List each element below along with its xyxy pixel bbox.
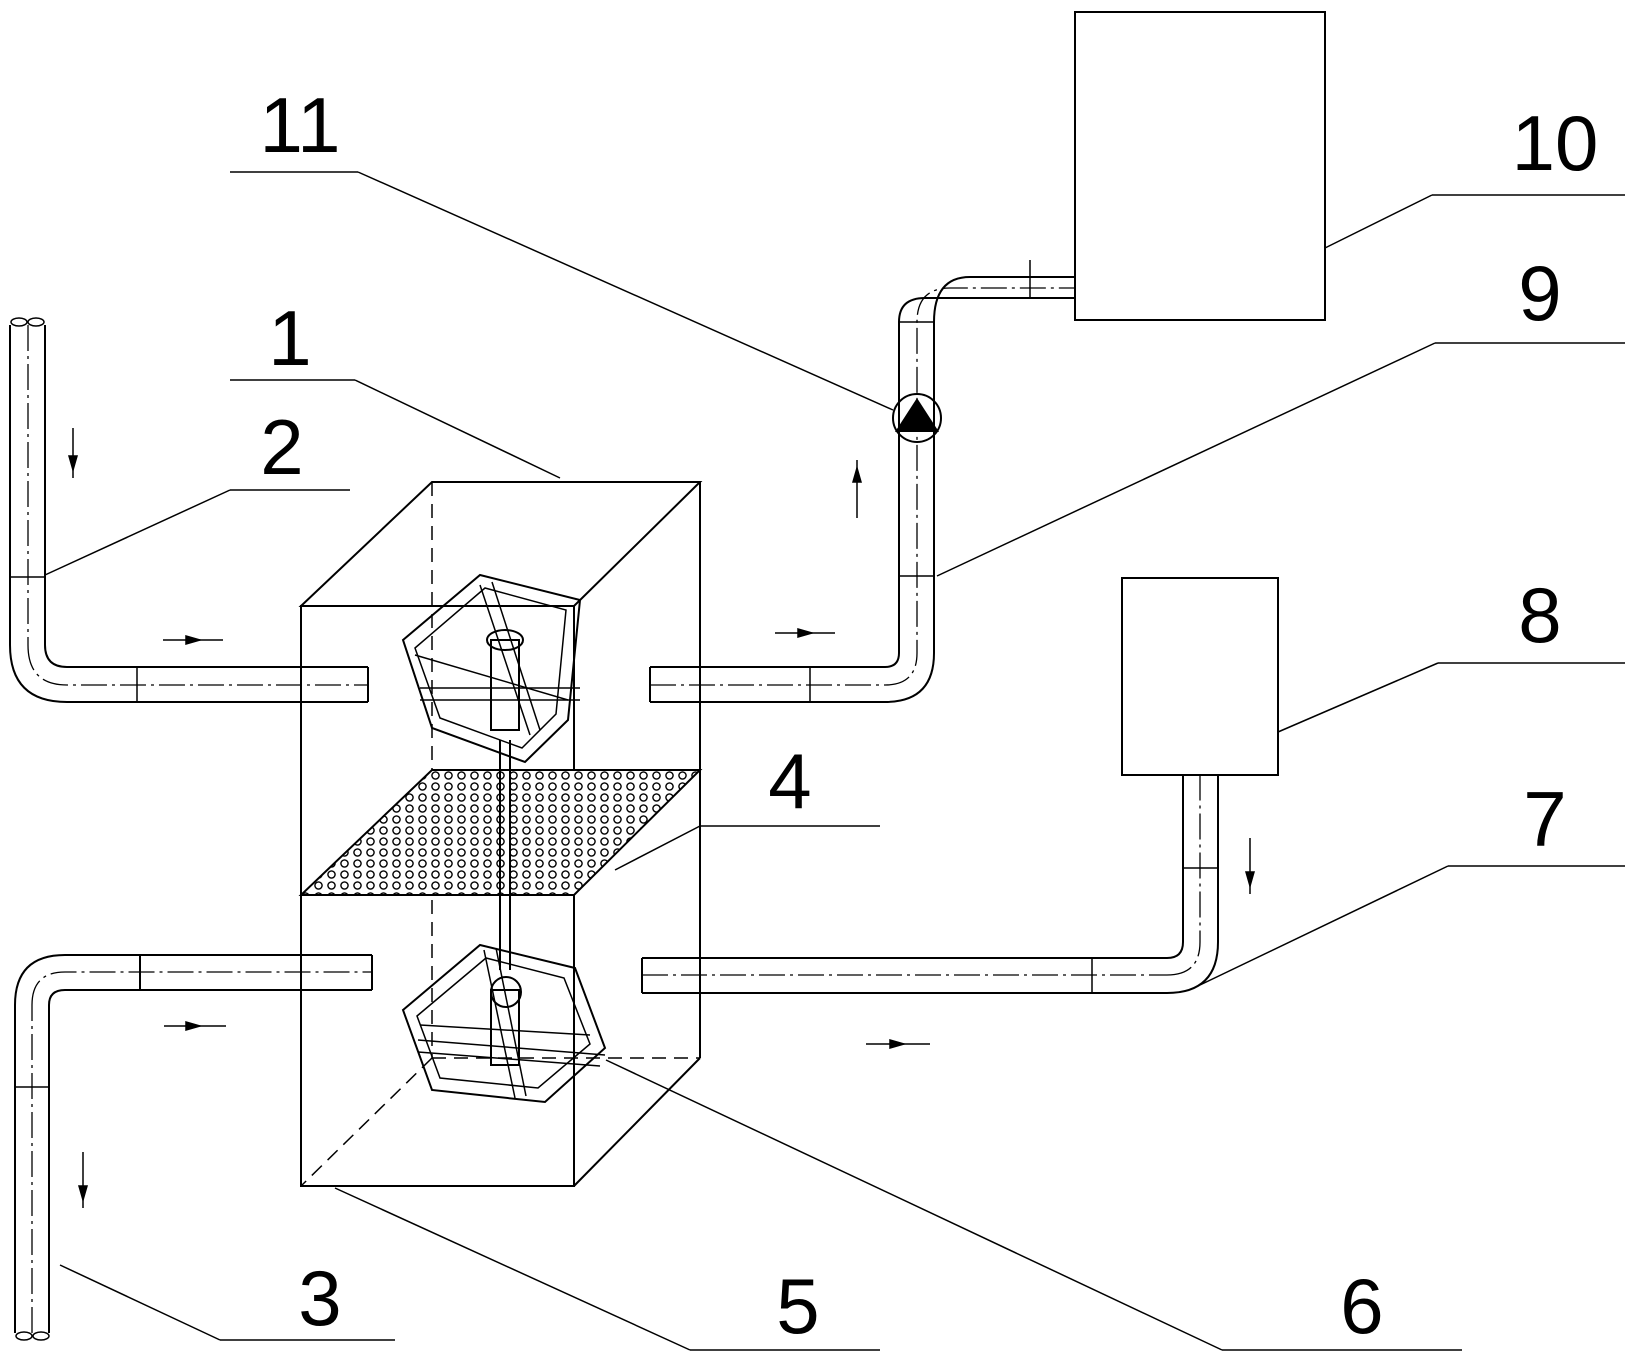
label-7: 7	[1523, 775, 1566, 863]
outlet-pipe	[14, 954, 373, 1341]
label-3: 3	[298, 1254, 341, 1342]
arrow-down-outlet	[78, 1152, 88, 1208]
label-6: 6	[1340, 1262, 1383, 1350]
label-5: 5	[776, 1262, 819, 1350]
label-9: 9	[1518, 249, 1561, 337]
lower-stirrer	[401, 943, 607, 1104]
arrow-left-outlet	[164, 1021, 226, 1031]
stirrer-shaft	[499, 740, 511, 970]
circulation-pipe	[649, 260, 1075, 703]
storage-tank	[1074, 11, 1326, 321]
leader-lines	[44, 171, 1625, 1351]
label-8: 8	[1518, 571, 1561, 659]
label-10: 10	[1512, 99, 1599, 187]
arrow-down-inlet	[68, 428, 78, 478]
part-labels: 11 10 9 1 2 8 4 7 3 5 6	[260, 81, 1599, 1350]
arrow-left-inlet	[163, 635, 223, 645]
label-4: 4	[768, 737, 811, 825]
tank	[298, 481, 703, 1187]
label-11: 11	[260, 81, 341, 169]
arrow-down-feed	[1245, 838, 1255, 894]
arrow-up-circulation	[852, 460, 862, 518]
label-2: 2	[260, 403, 303, 491]
dosing-box	[1121, 577, 1279, 776]
arrow-left-circulation	[775, 628, 835, 638]
inlet-pipe	[9, 317, 369, 703]
arrow-left-feed	[866, 1039, 930, 1049]
feed-pipe	[641, 775, 1219, 994]
pump	[892, 393, 942, 443]
flow-arrows	[68, 428, 1255, 1208]
label-1: 1	[268, 294, 311, 382]
upper-stirrer	[401, 573, 582, 764]
